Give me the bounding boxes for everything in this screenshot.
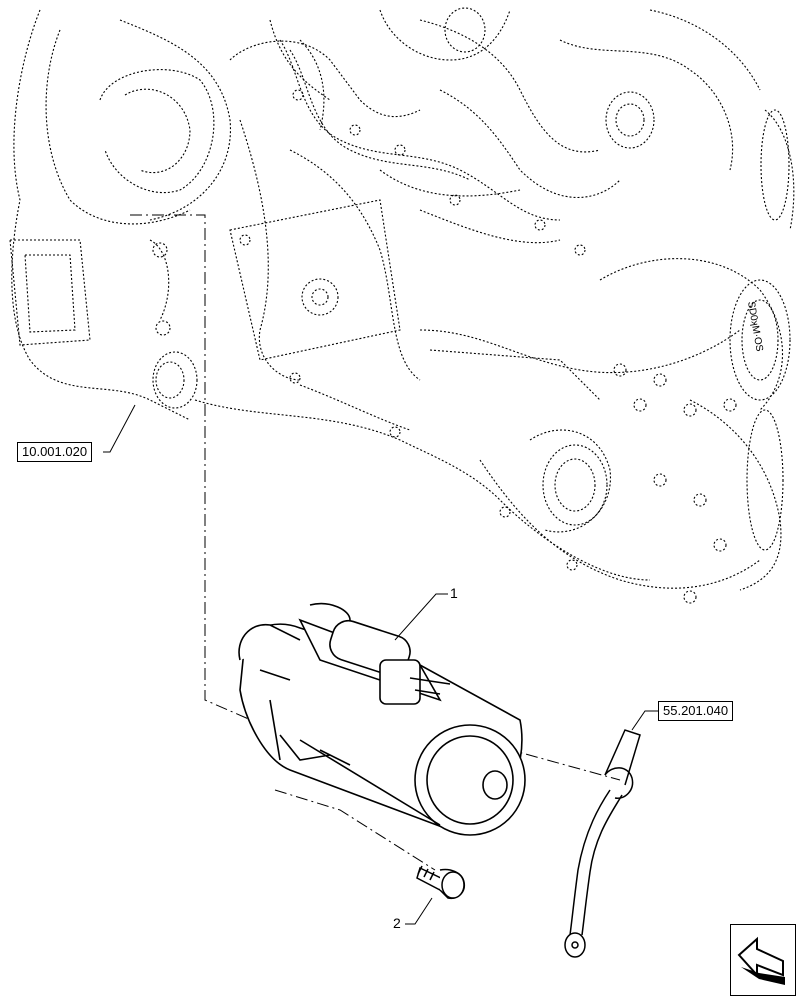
- callout-starter: 1: [450, 585, 458, 601]
- engine-block: [9, 7, 795, 604]
- engine-reference-label[interactable]: 10.001.020: [17, 442, 93, 462]
- battery-cable: [564, 729, 641, 958]
- leader-lines: [103, 404, 658, 925]
- assembly-lines: [130, 214, 621, 871]
- next-page-arrow-icon: [737, 936, 785, 985]
- next-page-button[interactable]: [730, 924, 796, 996]
- engine-plate-label: SD0ʞM·OS: [745, 301, 765, 353]
- bolt-part: [416, 865, 466, 900]
- callout-bolt: 2: [393, 915, 401, 931]
- cable-reference-label[interactable]: 55.201.040: [658, 701, 734, 721]
- starter-motor: [238, 602, 526, 836]
